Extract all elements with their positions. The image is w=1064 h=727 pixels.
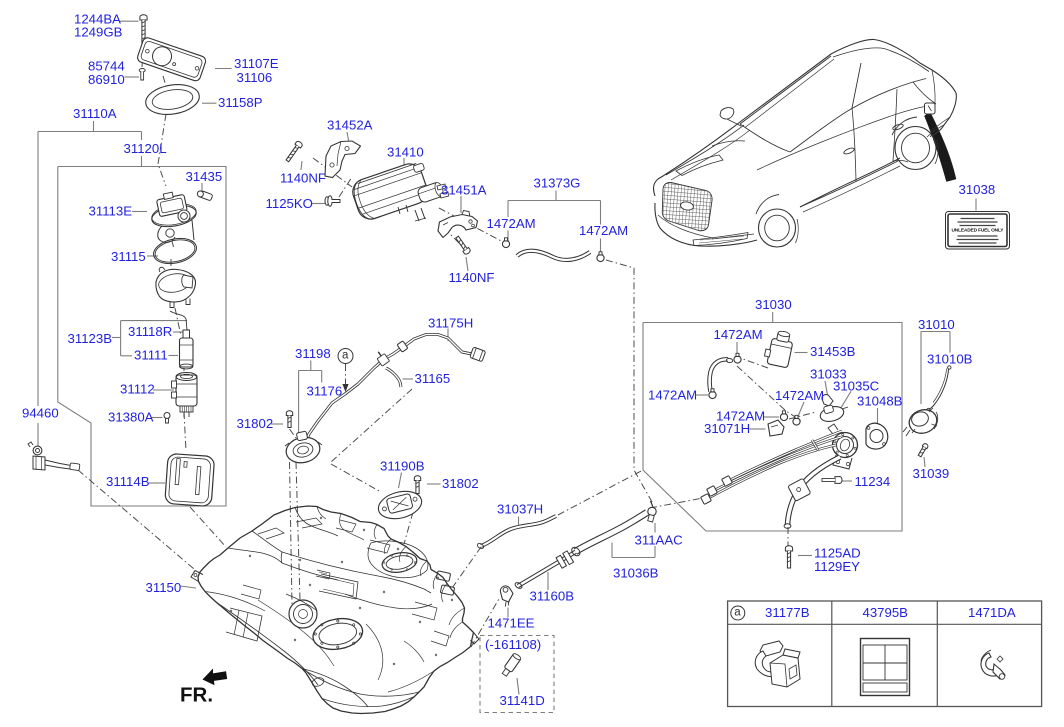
svg-text:31030: 31030: [755, 297, 792, 312]
svg-text:FR.: FR.: [180, 683, 213, 706]
svg-text:31802: 31802: [442, 476, 479, 491]
svg-text:31175H: 31175H: [428, 315, 473, 330]
svg-text:1472AM: 1472AM: [648, 388, 697, 403]
svg-text:43795B: 43795B: [863, 605, 909, 620]
svg-text:31435: 31435: [186, 169, 223, 184]
svg-text:31176: 31176: [307, 384, 343, 399]
svg-text:1472AM: 1472AM: [579, 223, 628, 238]
svg-text:31198: 31198: [295, 346, 331, 361]
svg-text:31160B: 31160B: [530, 589, 575, 604]
svg-text:UNLEADED FUEL ONLY: UNLEADED FUEL ONLY: [952, 228, 1005, 234]
svg-text:31120L: 31120L: [124, 141, 167, 156]
svg-text:31037H: 31037H: [497, 502, 543, 517]
svg-text:a: a: [342, 349, 349, 361]
svg-text:31112: 31112: [120, 382, 155, 397]
svg-text:94460: 94460: [22, 406, 59, 421]
svg-text:31114B: 31114B: [106, 474, 150, 489]
svg-text:(-161108): (-161108): [485, 637, 541, 652]
svg-text:31190B: 31190B: [380, 459, 425, 474]
svg-text:31123B: 31123B: [68, 331, 113, 346]
svg-text:31177B: 31177B: [765, 605, 810, 620]
svg-text:31033: 31033: [810, 367, 847, 382]
svg-text:a: a: [734, 607, 741, 619]
svg-text:1472AM: 1472AM: [714, 327, 763, 342]
svg-text:31036B: 31036B: [613, 566, 659, 581]
svg-text:1472AM: 1472AM: [487, 216, 536, 231]
svg-text:31453B: 31453B: [810, 344, 856, 359]
svg-text:31039: 31039: [913, 466, 950, 481]
svg-text:31373G: 31373G: [534, 176, 581, 191]
svg-text:31802: 31802: [237, 416, 274, 431]
svg-text:1472AM: 1472AM: [775, 388, 824, 403]
svg-text:31038: 31038: [959, 182, 996, 197]
svg-text:1129EY: 1129EY: [814, 559, 860, 574]
svg-text:11234: 11234: [855, 474, 891, 489]
svg-text:31115: 31115: [111, 249, 146, 264]
svg-text:31451A: 31451A: [441, 183, 487, 198]
svg-text:1249GB: 1249GB: [74, 25, 123, 40]
svg-text:31150: 31150: [146, 580, 182, 595]
svg-text:31452A: 31452A: [327, 118, 373, 133]
svg-text:1244BA: 1244BA: [74, 12, 121, 27]
svg-text:31165: 31165: [415, 371, 451, 386]
svg-text:1125AD: 1125AD: [814, 546, 861, 561]
svg-text:31118R: 31118R: [128, 324, 172, 339]
svg-text:311AAC: 311AAC: [635, 533, 684, 548]
svg-text:31010B: 31010B: [927, 352, 973, 367]
svg-text:31048B: 31048B: [857, 394, 903, 409]
svg-text:31106: 31106: [237, 70, 273, 85]
svg-text:31110A: 31110A: [73, 106, 117, 121]
svg-text:85744: 85744: [88, 59, 125, 74]
svg-text:1140NF: 1140NF: [280, 170, 326, 185]
svg-text:31380A: 31380A: [108, 410, 154, 425]
svg-text:31141D: 31141D: [500, 693, 545, 708]
svg-text:31113E: 31113E: [89, 204, 133, 219]
svg-text:31071H: 31071H: [704, 421, 750, 436]
svg-text:1472AM: 1472AM: [716, 409, 765, 424]
svg-text:31035C: 31035C: [833, 379, 880, 394]
svg-text:1125KO: 1125KO: [266, 196, 313, 211]
svg-text:1471DA: 1471DA: [968, 605, 1016, 620]
svg-text:31010: 31010: [918, 317, 955, 332]
svg-text:31107E: 31107E: [234, 56, 279, 71]
svg-text:1140NF: 1140NF: [449, 270, 495, 285]
svg-text:31410: 31410: [387, 145, 424, 160]
svg-text:86910: 86910: [88, 72, 125, 87]
svg-text:31111: 31111: [134, 348, 168, 363]
svg-text:31158P: 31158P: [218, 95, 263, 110]
svg-text:1471EE: 1471EE: [488, 616, 535, 631]
